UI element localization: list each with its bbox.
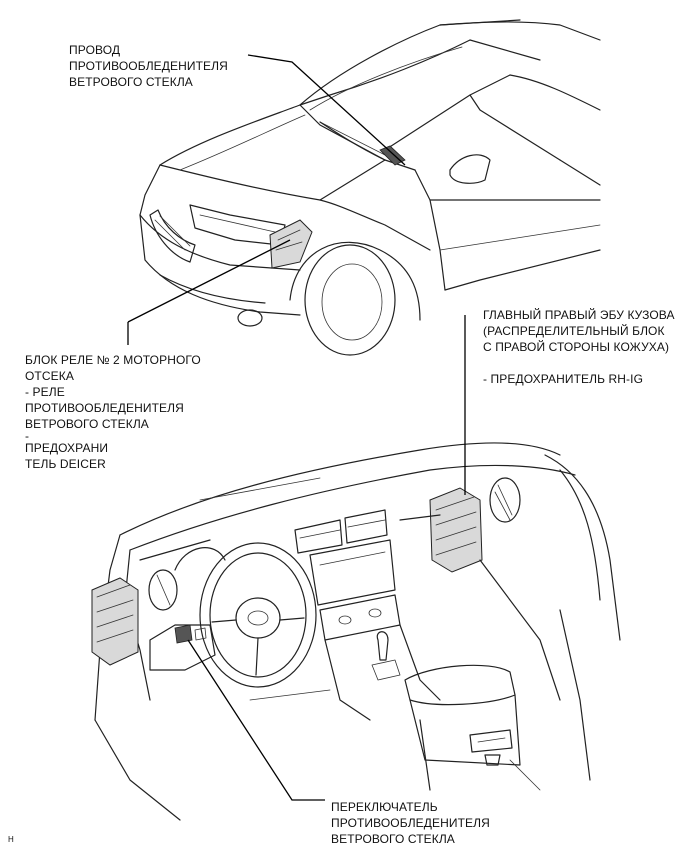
label-line: - РЕЛЕ bbox=[25, 385, 65, 399]
label-line: - bbox=[25, 429, 30, 443]
label-line: ВЕТРОВОГО СТЕКЛА bbox=[331, 832, 455, 846]
label-line bbox=[483, 355, 675, 371]
label-line: ПРЕДОХРАНИ bbox=[25, 441, 109, 455]
label-line: С ПРАВОЙ СТОРОНЫ КОЖУХА) bbox=[483, 340, 670, 354]
interior-dashboard-illustration bbox=[91, 442, 621, 821]
label-line: ТЕЛЬ DEICER bbox=[25, 457, 106, 471]
label-engine-relay-block: БЛОК РЕЛЕ № 2 МОТОРНОГО ОТСЕКА - РЕЛЕ ПР… bbox=[25, 352, 201, 472]
label-line: ВЕТРОВОГО СТЕКЛА bbox=[69, 75, 193, 89]
label-deicer-switch: ПЕРЕКЛЮЧАТЕЛЬ ПРОТИВООБЛЕДЕНИТЕЛЯ ВЕТРОВ… bbox=[331, 799, 490, 847]
label-line: ПРОТИВООБЛЕДЕНИТЕЛЯ bbox=[69, 59, 228, 73]
label-line: ОТСЕКА bbox=[25, 369, 74, 383]
label-line: ВЕТРОВОГО СТЕКЛА bbox=[25, 417, 149, 431]
label-main-body-ecu: ГЛАВНЫЙ ПРАВЫЙ ЭБУ КУЗОВА (РАСПРЕДЕЛИТЕЛ… bbox=[483, 307, 675, 387]
label-line: ГЛАВНЫЙ ПРАВЫЙ ЭБУ КУЗОВА bbox=[483, 308, 675, 322]
figure-corner-mark: H bbox=[8, 835, 14, 844]
label-line: ПРОТИВООБЛЕДЕНИТЕЛЯ bbox=[331, 816, 490, 830]
label-line: ПРОВОД bbox=[69, 43, 121, 57]
label-line: БЛОК РЕЛЕ № 2 МОТОРНОГО bbox=[25, 353, 201, 367]
label-line: ПЕРЕКЛЮЧАТЕЛЬ bbox=[331, 800, 438, 814]
label-line: ПРОТИВООБЛЕДЕНИТЕЛЯ bbox=[25, 401, 184, 415]
label-line: - ПРЕДОХРАНИТЕЛЬ RH-IG bbox=[483, 372, 643, 386]
label-windshield-deicer-wire: ПРОВОД ПРОТИВООБЛЕДЕНИТЕЛЯ ВЕТРОВОГО СТЕ… bbox=[69, 42, 228, 90]
label-line: (РАСПРЕДЕЛИТЕЛЬНЫЙ БЛОК bbox=[483, 324, 665, 338]
